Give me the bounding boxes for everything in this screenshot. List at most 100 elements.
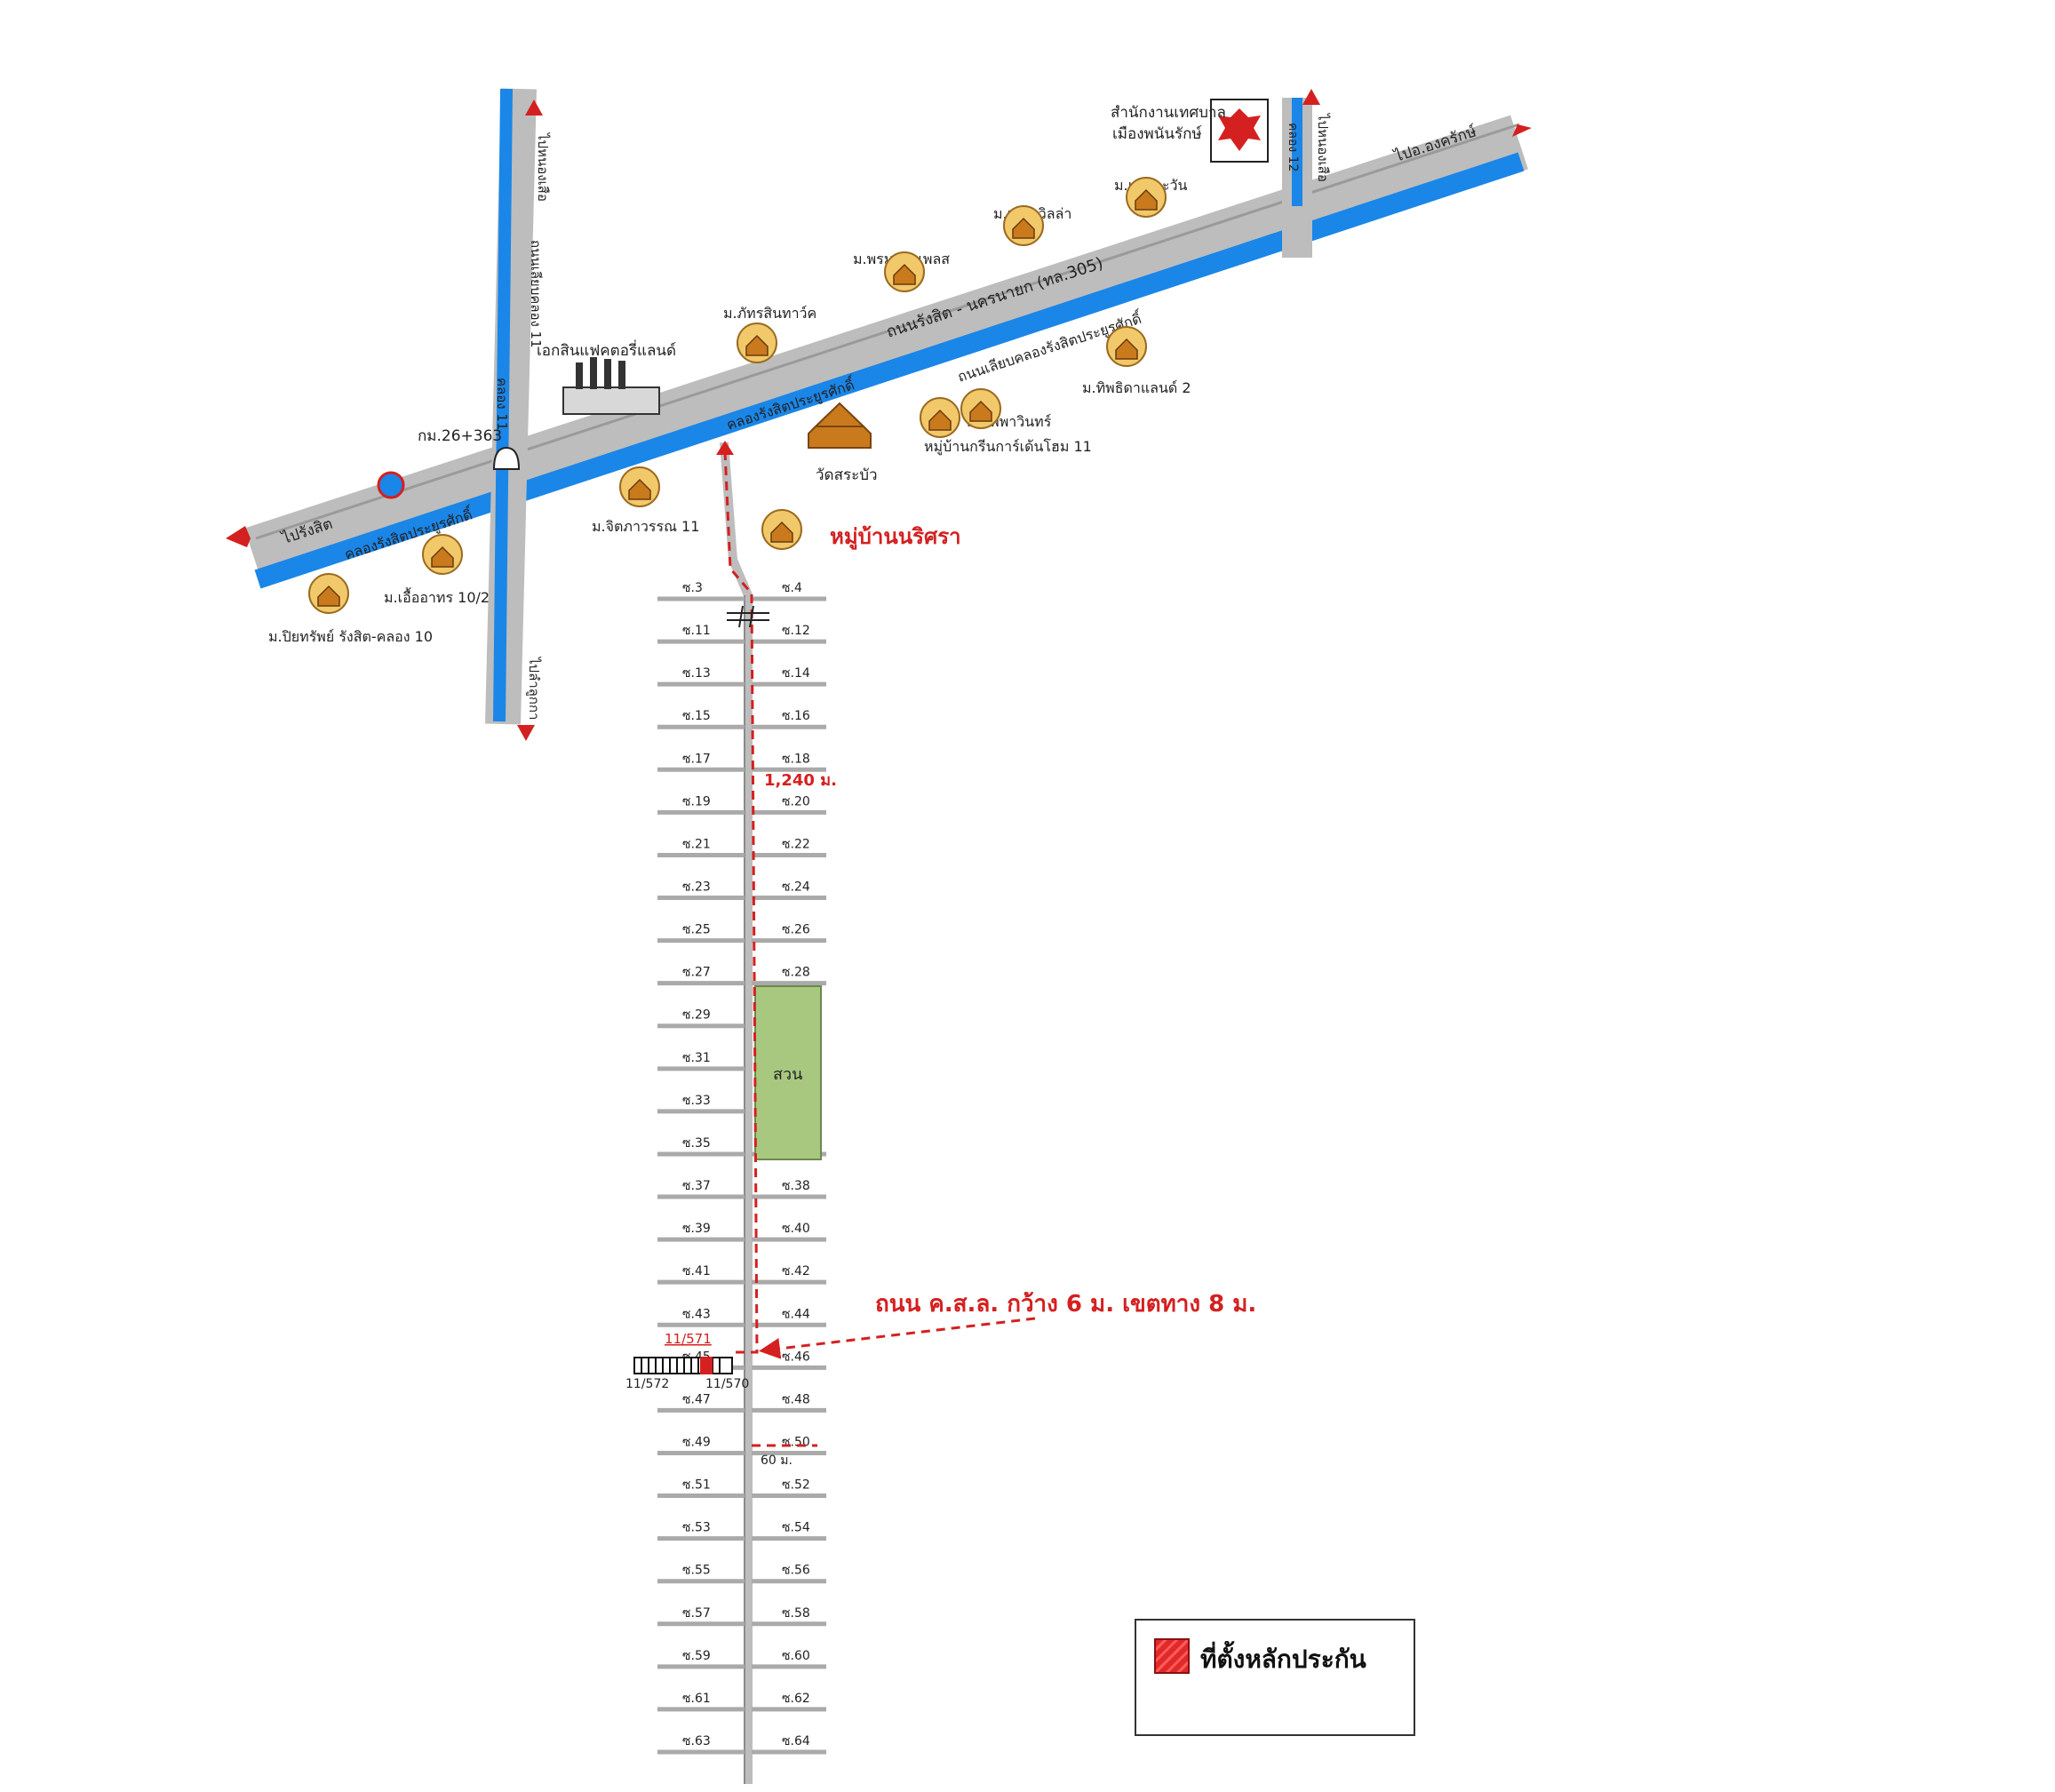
soi-label-left: ซ.29 bbox=[682, 1008, 711, 1023]
direction-north-k11-label: ไปหนองเสือ bbox=[535, 132, 551, 202]
legend-swatch-icon bbox=[1154, 1638, 1190, 1674]
soi-label-right: ซ.14 bbox=[782, 666, 810, 681]
soi-label-right: ซ.46 bbox=[782, 1350, 810, 1364]
route-group bbox=[723, 450, 1036, 1447]
village-house-icon bbox=[761, 509, 802, 550]
main-road-group bbox=[244, 115, 1528, 589]
village-house-icon bbox=[1003, 205, 1044, 246]
village-label-7: ม.จิตภาวรรณ 11 bbox=[592, 518, 699, 535]
soi-label-right: ซ.62 bbox=[782, 1692, 810, 1706]
soi-label-left: ซ.27 bbox=[682, 966, 711, 980]
soi-label-right: ซ.44 bbox=[782, 1307, 810, 1321]
soi-label-right: ซ.40 bbox=[782, 1222, 810, 1236]
soi-label-right: ซ.56 bbox=[782, 1564, 810, 1578]
soi-label-left: ซ.39 bbox=[682, 1222, 711, 1236]
arrow-west-icon bbox=[226, 526, 251, 547]
municipality-label-2: เมืองพนันรักษ์ bbox=[1112, 125, 1202, 143]
bell-marker-icon bbox=[492, 446, 521, 470]
soi-label-left: ซ.37 bbox=[682, 1179, 711, 1193]
soi-label-left: ซ.15 bbox=[682, 709, 711, 723]
klong11-canal bbox=[493, 88, 513, 722]
soi-label-right: ซ.64 bbox=[782, 1734, 810, 1748]
garuda-shape bbox=[1218, 108, 1261, 151]
soi-label-right: ซ.28 bbox=[782, 966, 810, 980]
village-house-icon bbox=[422, 534, 463, 575]
collateral-plot bbox=[700, 1357, 713, 1374]
village-label-9: ม.ปิยทรัพย์ รังสิต-คลอง 10 bbox=[268, 628, 433, 645]
soi-label-right: ซ.12 bbox=[782, 624, 810, 638]
soi-label-left: ซ.59 bbox=[682, 1649, 711, 1663]
soi-label-right: ซ.38 bbox=[782, 1179, 810, 1193]
soi-label-left: ซ.13 bbox=[682, 666, 711, 681]
main-road bbox=[244, 115, 1528, 583]
plot-label-a: 11/571 bbox=[665, 1331, 712, 1347]
corner-white-patch bbox=[1535, 52, 1674, 204]
soi-label-right: ซ.48 bbox=[782, 1392, 810, 1406]
arrow-south-k11-icon bbox=[517, 725, 535, 741]
soi-label-right: ซ.26 bbox=[782, 923, 810, 937]
village-icons bbox=[308, 177, 1167, 614]
village-house-icon bbox=[920, 397, 960, 438]
soi-label-left: ซ.63 bbox=[682, 1734, 711, 1748]
soi-label-right: ซ.58 bbox=[782, 1606, 810, 1621]
village-house-icon bbox=[1106, 326, 1147, 367]
klong11-label: คลอง 11 bbox=[494, 378, 510, 430]
village-house-icon bbox=[960, 388, 1001, 429]
soi-label-right: ซ.52 bbox=[782, 1478, 810, 1493]
klong11-group bbox=[485, 88, 537, 725]
soi-label-right: ซ.54 bbox=[782, 1521, 810, 1535]
direction-arrows bbox=[226, 89, 1532, 741]
soi-label-left: ซ.23 bbox=[682, 880, 711, 895]
temple-icon bbox=[808, 402, 872, 449]
park-area bbox=[754, 985, 822, 1160]
soi-label-left: ซ.35 bbox=[682, 1136, 711, 1151]
soi-label-right: ซ.18 bbox=[782, 752, 810, 766]
soi-label-right: ซ.4 bbox=[782, 581, 802, 595]
factory-group: เอกสินแฟคตอรี่แลนด์ bbox=[537, 339, 676, 415]
factory-label: เอกสินแฟคตอรี่แลนด์ bbox=[537, 339, 676, 360]
soi-label-left: ซ.25 bbox=[682, 923, 711, 937]
target-village-label: หมู่บ้านนริศรา bbox=[830, 524, 961, 550]
direction-south-k11-label: ไปลำลูกกา bbox=[526, 657, 542, 720]
soi-label-left: ซ.51 bbox=[682, 1478, 711, 1493]
soi-label-left: ซ.41 bbox=[682, 1264, 711, 1278]
direction-north-k12-label: ไปหนองเสือ bbox=[1315, 113, 1331, 182]
soi-label-right: ซ.42 bbox=[782, 1264, 810, 1278]
plot-label-b: 11/572 bbox=[625, 1377, 669, 1391]
distance-60: 60 ม. bbox=[761, 1454, 793, 1468]
arrow-east-icon bbox=[1512, 124, 1532, 137]
road-spec-note: ถนน ค.ส.ล. กว้าง 6 ม. เขตทาง 8 ม. bbox=[875, 1291, 1256, 1318]
soi-label-left: ซ.3 bbox=[682, 581, 703, 595]
village-label-6: หมู่บ้านกรีนการ์เด้นโฮม 11 bbox=[924, 438, 1092, 456]
park-label: สวน bbox=[773, 1065, 802, 1084]
village-label-4: ม.ทิพธิดาแลนด์ 2 bbox=[1082, 379, 1191, 396]
km-marker-label: กม.26+363 bbox=[418, 427, 502, 445]
village-house-icon bbox=[308, 573, 349, 614]
soi-label-right: ซ.24 bbox=[782, 880, 810, 895]
plot-markers: 11/571 11/572 11/570 bbox=[625, 1331, 749, 1391]
arrow-north-k12-icon bbox=[1302, 89, 1320, 105]
temple-label: วัดสระบัว bbox=[816, 466, 878, 484]
soi-label-right: ซ.50 bbox=[782, 1435, 810, 1449]
temple-group: วัดสระบัว bbox=[808, 402, 878, 484]
route-start-arrow-icon bbox=[716, 441, 734, 455]
soi-label-left: ซ.33 bbox=[682, 1094, 711, 1108]
village-house-icon bbox=[737, 323, 777, 363]
soi-label-left: ซ.49 bbox=[682, 1435, 711, 1449]
top-margin bbox=[0, 0, 2055, 50]
soi-label-right: ซ.22 bbox=[782, 837, 810, 851]
distance-1240: 1,240 ม. bbox=[764, 771, 837, 790]
klong11-side-label: ถนนเลียบคลอง 11 bbox=[528, 240, 544, 348]
village-house-icon bbox=[619, 466, 660, 507]
arrow-north-k11-icon bbox=[525, 100, 543, 115]
route-path bbox=[723, 450, 759, 1354]
bridge-icon bbox=[727, 605, 769, 628]
soi-label-left: ซ.53 bbox=[682, 1521, 711, 1535]
soi-label-left: ซ.19 bbox=[682, 794, 711, 808]
road-note-pointer bbox=[759, 1317, 1036, 1359]
village-label-8: ม.เอื้ออาทร 10/2 bbox=[384, 587, 490, 606]
municipality-group: สำนักงานเทศบาล เมืองพนันรักษ์ bbox=[1111, 99, 1269, 163]
soi-label-right: ซ.20 bbox=[782, 794, 810, 808]
soi-label-left: ซ.47 bbox=[682, 1392, 711, 1406]
